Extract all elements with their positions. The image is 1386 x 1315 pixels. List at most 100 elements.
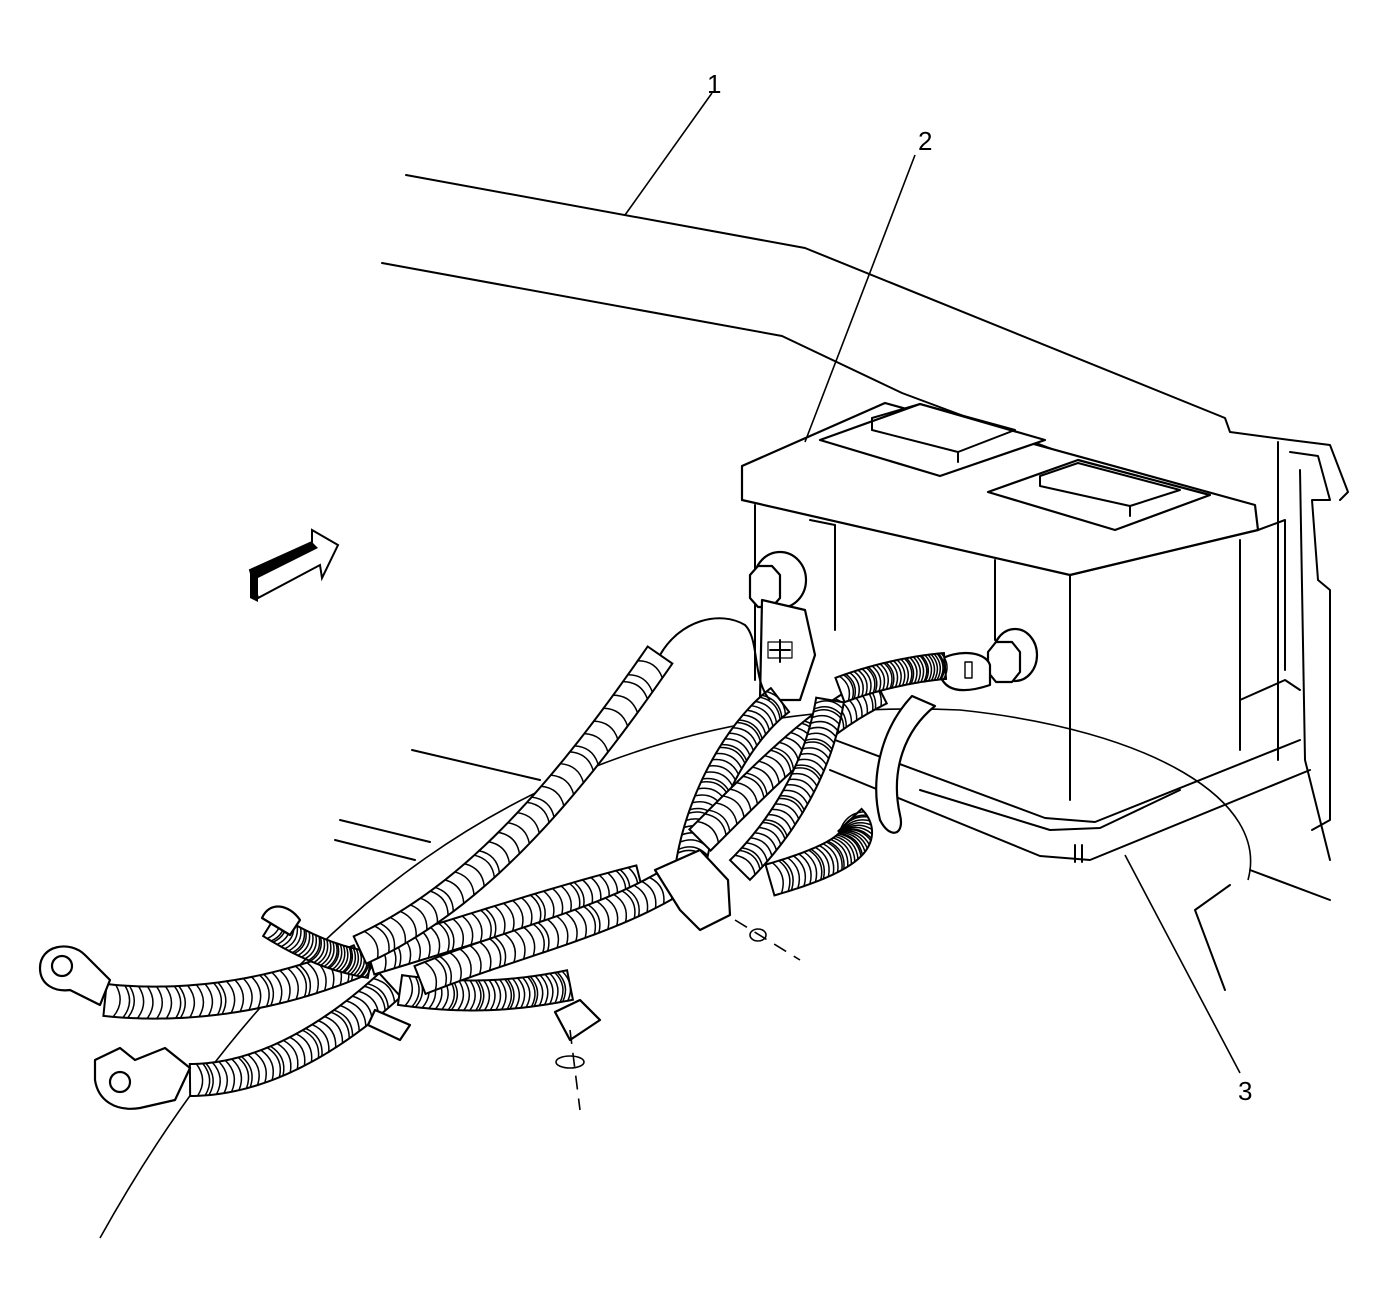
conduit-rib [808, 849, 823, 880]
conduit-rib [904, 658, 913, 685]
conduit-rib [335, 945, 346, 971]
conduit-rib [488, 841, 511, 864]
conduit-rib [798, 853, 812, 885]
conduit-rib [173, 985, 182, 1019]
conduit-rib [808, 726, 837, 738]
conduit-rib [435, 886, 455, 912]
conduit-rib [295, 1033, 313, 1062]
conduit-rib [444, 879, 465, 904]
conduit-rib [367, 982, 390, 1008]
conduit-rib [764, 754, 786, 778]
conduit-rib [522, 976, 531, 1008]
conduit-rib [363, 930, 379, 959]
conduit-rib [532, 923, 545, 953]
conduit-rib [424, 961, 438, 991]
conduit-rib [343, 947, 354, 974]
conduit-rib [719, 746, 746, 764]
conduit-rib [621, 890, 636, 919]
conduit-rib [827, 840, 845, 869]
leader-line-1 [624, 92, 713, 216]
conduit-rib [404, 975, 414, 1007]
conduit-rib [529, 976, 539, 1007]
conduit-rib [788, 778, 815, 793]
conduit-rib [521, 897, 533, 927]
conduit-rib [754, 832, 778, 851]
conduit-rib [217, 981, 227, 1015]
conduit-rib [732, 727, 758, 746]
clip-dash-line [734, 919, 801, 961]
conduit-rib [494, 936, 507, 966]
conduit-rib [822, 843, 839, 873]
conduit-rib [556, 915, 569, 945]
conduit-rib [195, 1063, 204, 1097]
conduit-rib [224, 1059, 236, 1093]
conduit-rib [715, 752, 743, 770]
conduit-rib [287, 967, 299, 1000]
frame-lines [334, 749, 541, 861]
conduit-rib [893, 660, 902, 687]
conduit-rib [865, 667, 876, 693]
conduit-rib [374, 925, 390, 953]
conduit-rib [889, 661, 899, 688]
leader-line-2 [804, 154, 916, 443]
conduit-rib [750, 837, 773, 857]
conduit-rib [349, 948, 360, 975]
conduit-rib [302, 1029, 320, 1059]
conduit-rib [762, 821, 786, 840]
conduit-rib [231, 1058, 243, 1091]
conduit-rib [457, 979, 465, 1011]
conduit-rib [734, 854, 756, 875]
conduit-rib [702, 777, 731, 793]
conduit-rib [584, 732, 609, 753]
conduit-rib [633, 884, 649, 913]
conduit-rib [461, 915, 474, 945]
conduit-rib [469, 944, 482, 975]
conduit-rib [836, 834, 859, 860]
conduit-rib [316, 939, 329, 965]
conduit-rib [237, 1056, 250, 1089]
conduit-rib [741, 847, 764, 867]
conduit-rib [311, 1023, 330, 1052]
conduit-rib [758, 760, 780, 784]
conduit-rib [146, 986, 154, 1019]
conduit-rib [771, 808, 796, 826]
conduit-rib [781, 859, 794, 891]
conduit-rib [493, 979, 502, 1011]
conduit-rib [474, 980, 482, 1011]
conduit-rib [724, 738, 751, 756]
conduit-rib [885, 661, 895, 689]
conduit-rib [420, 897, 439, 923]
conduit-rib [477, 979, 485, 1011]
leader-line-3 [1124, 854, 1241, 1074]
conduit-rib [301, 933, 314, 958]
conduit-rib [546, 918, 560, 948]
conduit-rib [308, 936, 321, 962]
conduit-rib [815, 846, 830, 877]
callout-2: 2 [918, 126, 932, 156]
conduit-rib [284, 925, 299, 950]
conduit-rib [778, 797, 804, 814]
conduit-rib [346, 948, 357, 975]
conduit-rib [625, 888, 640, 917]
harness-clip [260, 848, 732, 1042]
conduit-rib [924, 654, 933, 682]
conduit-rib [919, 655, 928, 682]
conduit-rib [112, 984, 121, 1018]
conduit-rib [916, 655, 925, 683]
conduit-rib [861, 668, 872, 695]
conduit-rib [742, 714, 767, 735]
conduit-rib [896, 659, 906, 686]
conduit-rib [297, 931, 311, 957]
direction-arrow-icon [248, 528, 340, 602]
conduit-rib [766, 690, 787, 715]
conduit-rib [738, 719, 763, 739]
conduit-rib [791, 772, 818, 787]
conduit-rib [746, 842, 768, 862]
conduit-rib [549, 972, 559, 1004]
conduit-rib [759, 696, 781, 720]
conduit-rib [871, 665, 882, 692]
conduit-rib [779, 795, 805, 811]
conduit-rib [819, 844, 835, 875]
conduit-rib [253, 1051, 267, 1083]
conduit-rib [838, 832, 864, 855]
